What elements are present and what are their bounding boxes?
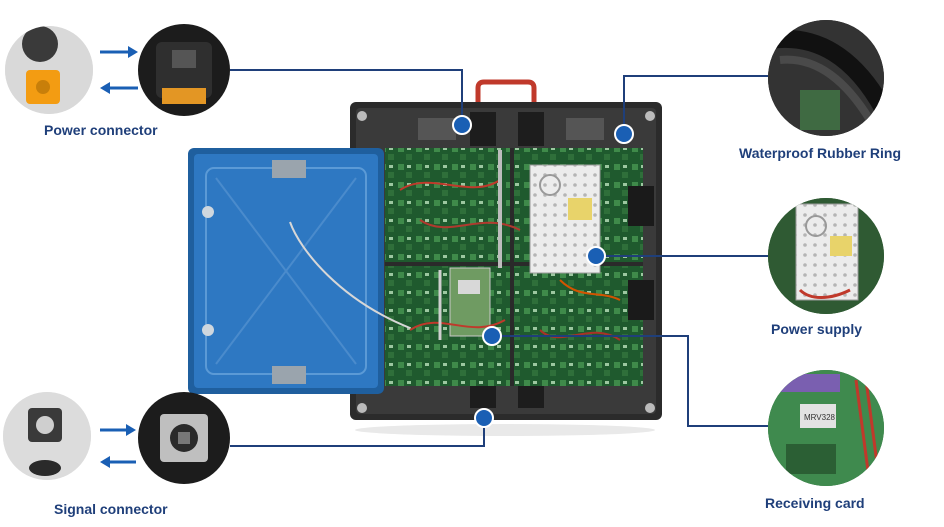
signal-connector-label: Signal connector [54, 501, 168, 517]
power-supply-photo [768, 198, 884, 314]
marker-dots [452, 115, 634, 428]
arrow-right-icon [100, 46, 138, 58]
signal-arrows [100, 424, 136, 468]
power-supply-label: Power supply [771, 321, 863, 337]
waterproof-ring-label: Waterproof Rubber Ring [739, 145, 902, 161]
marker-dot-icon [614, 124, 634, 144]
marker-dot-icon [452, 115, 472, 135]
cabinet-door [188, 148, 411, 394]
arrow-left-icon [100, 456, 136, 468]
waterproof-ring-photo [768, 20, 884, 136]
power-connector-photo-plug [5, 26, 93, 114]
arrow-right-icon [100, 424, 136, 436]
marker-dot-icon [474, 408, 494, 428]
arrow-left-icon [100, 82, 138, 94]
power-connector-label: Power connector [44, 122, 158, 138]
cabinet-handle [475, 79, 537, 104]
receiving-card-photo: MRV328 [768, 370, 884, 486]
signal-connector-photo-socket [138, 392, 230, 484]
led-cabinet [350, 79, 662, 436]
callout-lines [230, 69, 768, 447]
receiving-card-label: Receiving card [765, 495, 865, 511]
power-connector-photo-socket [138, 24, 230, 116]
signal-connector-photo-plug [3, 392, 91, 480]
marker-dot-icon [586, 246, 606, 266]
door-ground-wire [289, 221, 411, 329]
power-arrows [100, 46, 138, 94]
marker-dot-icon [482, 326, 502, 346]
receiving-card-board [449, 267, 491, 337]
card-model-text: MRV328 [804, 413, 836, 422]
